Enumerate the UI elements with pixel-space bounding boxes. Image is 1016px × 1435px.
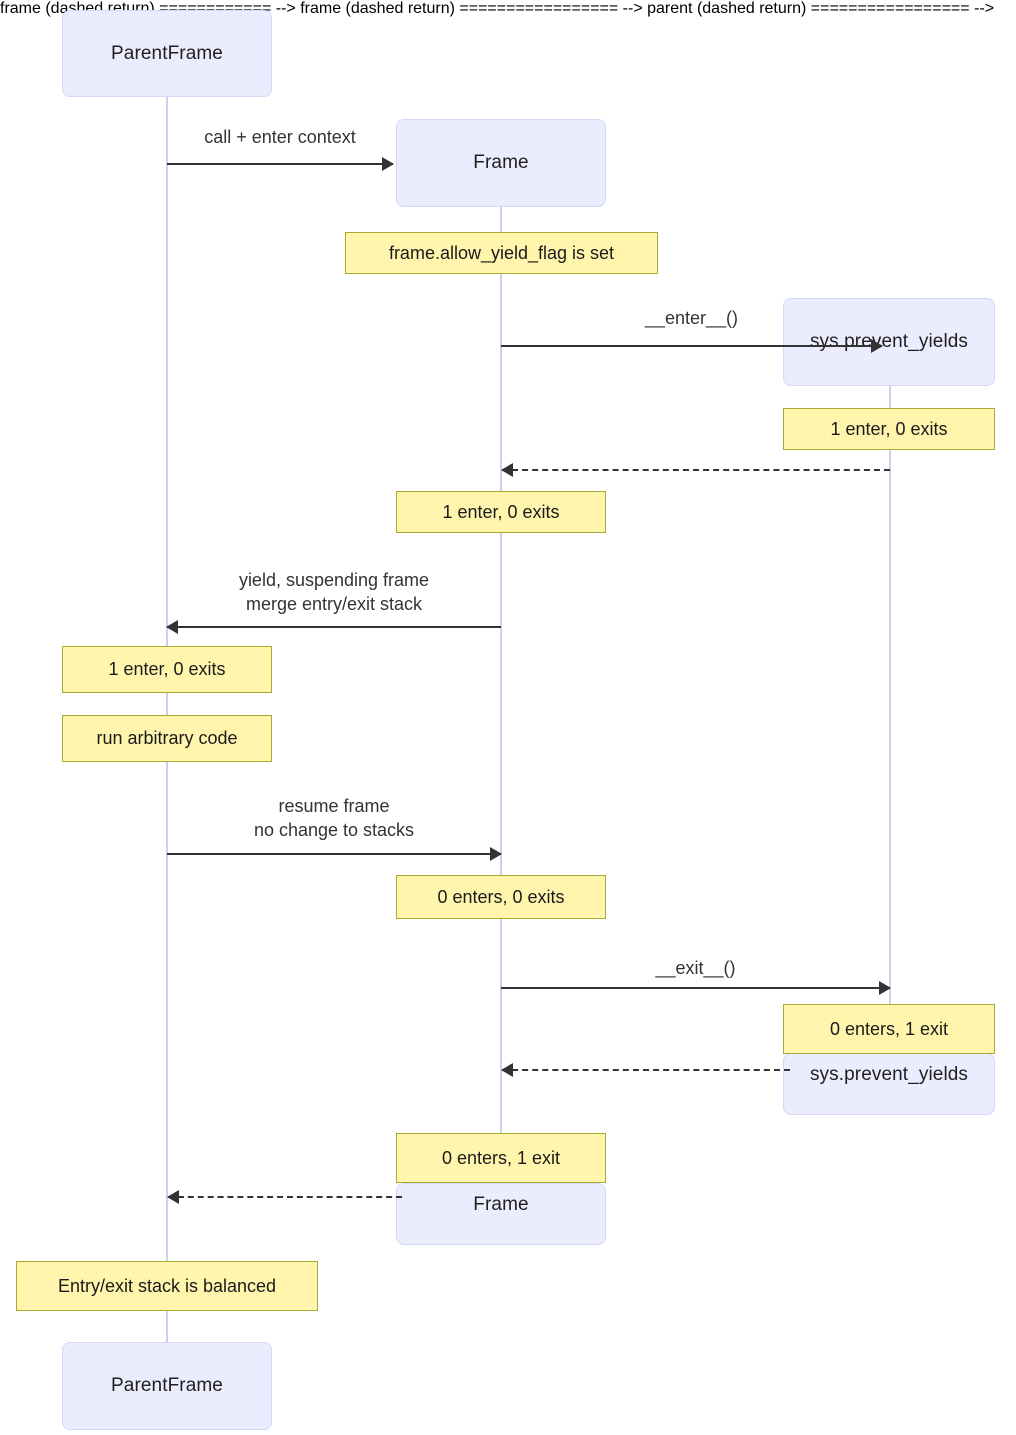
- message-label-line-1: resume frame: [278, 796, 390, 816]
- note-text: run arbitrary code: [96, 728, 238, 748]
- participant-frame-bottom[interactable]: Frame: [396, 1183, 606, 1245]
- participant-parentframe-top[interactable]: ParentFrame: [62, 10, 272, 97]
- message-label-call-enter-context: call + enter context: [204, 127, 356, 147]
- note-frame-0-enters-1-exit: 0 enters, 1 exit: [396, 1133, 606, 1183]
- participant-parentframe-bottom[interactable]: ParentFrame: [62, 1342, 272, 1430]
- note-frame-1-enter-0-exits: 1 enter, 0 exits: [396, 491, 606, 533]
- participant-label: ParentFrame: [111, 42, 223, 64]
- participant-label: sys.prevent_yields: [809, 1064, 969, 1085]
- note-frame-0-enters-0-exits: 0 enters, 0 exits: [396, 875, 606, 919]
- note-sys-1-enter-0-exits: 1 enter, 0 exits: [783, 408, 995, 450]
- note-run-arbitrary-code: run arbitrary code: [62, 715, 272, 762]
- note-text: 1 enter, 0 exits: [442, 501, 560, 522]
- message-label-line-2: merge entry/exit stack: [245, 594, 423, 614]
- message-label-no-change-to-stacks: no change to stacks: [167, 819, 501, 842]
- lifeline-sys-prevent-yields: [889, 385, 891, 1054]
- participant-sys-prevent-yields-bottom[interactable]: sys.prevent_yields: [783, 1053, 995, 1115]
- note-text: 0 enters, 0 exits: [437, 886, 565, 907]
- note-text: 1 enter, 0 exits: [830, 418, 948, 439]
- note-text: Entry/exit stack is balanced: [57, 1275, 277, 1296]
- note-entry-exit-stack-balanced: Entry/exit stack is balanced: [16, 1261, 318, 1311]
- participant-frame-top[interactable]: Frame: [396, 119, 606, 207]
- message-label-resume-frame: resume frame: [167, 795, 501, 818]
- note-sys-0-enters-1-exit: 0 enters, 1 exit: [783, 1004, 995, 1054]
- participant-sys-prevent-yields-top[interactable]: sys.prevent_yields: [783, 298, 995, 386]
- note-text: 0 enters, 1 exit: [441, 1147, 561, 1168]
- note-frame-allow-yield-flag: frame.allow_yield_flag is set: [345, 232, 658, 274]
- lifeline-frame: [500, 206, 502, 1184]
- message-label-exit: __exit__(): [655, 958, 736, 978]
- message-label-line-1: yield, suspending frame: [238, 570, 430, 590]
- note-parent-1-enter-0-exits: 1 enter, 0 exits: [62, 646, 272, 693]
- note-text: 1 enter, 0 exits: [108, 659, 226, 679]
- participant-label: ParentFrame: [111, 1375, 223, 1396]
- message-label-yield-suspending-frame: yield, suspending frame: [167, 569, 501, 592]
- message-label-enter: __enter__(): [644, 308, 739, 328]
- participant-label: sys.prevent_yields: [809, 331, 969, 352]
- participant-label: Frame: [473, 152, 529, 173]
- note-text: 0 enters, 1 exit: [829, 1018, 949, 1039]
- note-text: frame.allow_yield_flag is set: [388, 242, 615, 263]
- message-label-merge-entry-exit-stack: merge entry/exit stack: [167, 593, 501, 616]
- message-label-line-2: no change to stacks: [253, 820, 415, 840]
- participant-label: Frame: [473, 1194, 529, 1215]
